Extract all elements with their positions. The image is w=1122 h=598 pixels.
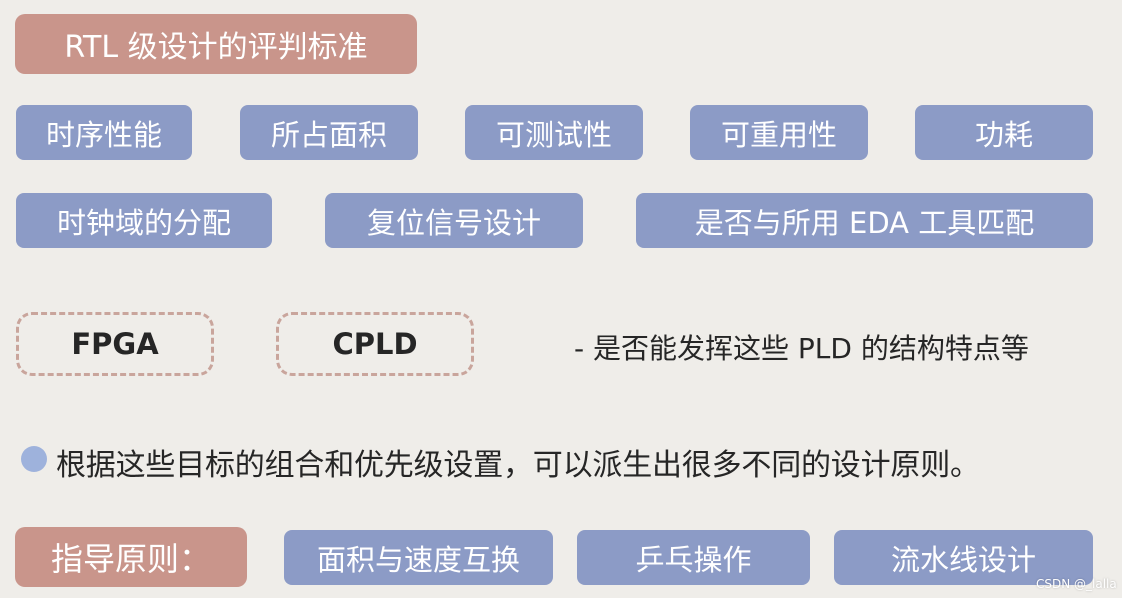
- guide-item-ping-pong: 乒乓操作: [577, 530, 810, 585]
- device-note: - 是否能发挥这些 PLD 的结构特点等: [574, 332, 1029, 365]
- criterion-label: 可测试性: [495, 117, 612, 152]
- criterion-eda-match: 是否与所用 EDA 工具匹配: [636, 193, 1093, 248]
- criterion-timing-performance: 时序性能: [16, 105, 192, 160]
- title-label: RTL 级设计的评判标准: [15, 14, 417, 74]
- criterion-label: 时序性能: [45, 117, 162, 152]
- criterion-label: 是否与所用 EDA 工具匹配: [694, 205, 1035, 240]
- device-label: FPGA: [71, 327, 159, 361]
- watermark: CSDN @_lalla: [1036, 577, 1117, 591]
- guide-item-pipeline: 流水线设计: [834, 530, 1093, 585]
- guide-item-label: 流水线设计: [890, 542, 1036, 577]
- guide-item-label: 面积与速度互换: [316, 542, 520, 577]
- guide-label-text: 指导原则：: [50, 540, 211, 578]
- criterion-label: 可重用性: [720, 117, 837, 152]
- device-label: CPLD: [332, 327, 418, 361]
- criterion-label: 功耗: [974, 117, 1033, 152]
- device-cpld: CPLD: [276, 312, 474, 376]
- device-fpga: FPGA: [16, 312, 214, 376]
- criterion-reset-signal: 复位信号设计: [325, 193, 583, 248]
- criterion-label: 复位信号设计: [366, 205, 541, 240]
- criterion-label: 时钟域的分配: [56, 205, 231, 240]
- title-text: RTL 级设计的评判标准: [64, 30, 368, 65]
- criterion-testability: 可测试性: [465, 105, 643, 160]
- guide-item-label: 乒乓操作: [635, 542, 752, 577]
- bullet-text: 根据这些目标的组合和优先级设置，可以派生出很多不同的设计原则。: [56, 448, 980, 483]
- criterion-label: 所占面积: [270, 117, 387, 152]
- criterion-power: 功耗: [915, 105, 1093, 160]
- guide-label: 指导原则：: [15, 527, 247, 587]
- criterion-clock-domain: 时钟域的分配: [16, 193, 272, 248]
- criterion-reusability: 可重用性: [690, 105, 868, 160]
- guide-item-area-speed-tradeoff: 面积与速度互换: [284, 530, 553, 585]
- bullet-dot: [21, 446, 47, 472]
- criterion-area: 所占面积: [240, 105, 418, 160]
